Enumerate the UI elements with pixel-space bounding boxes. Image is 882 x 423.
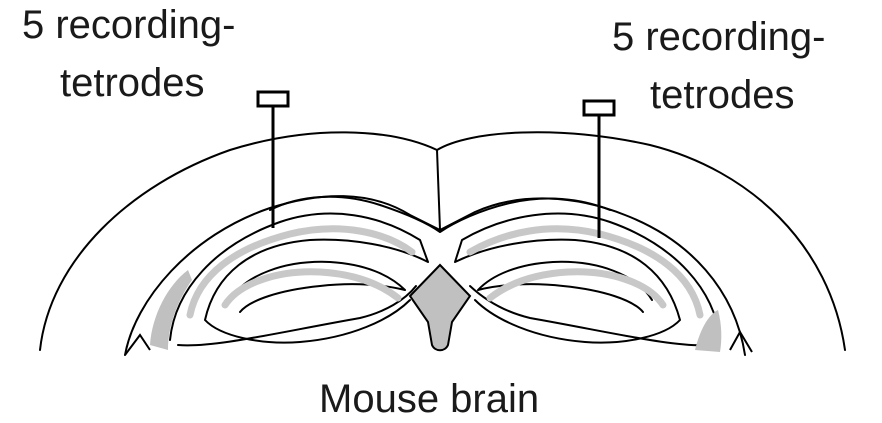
tetrode-marker-right bbox=[584, 101, 614, 115]
brain-midline bbox=[437, 150, 440, 230]
diagram-caption: Mouse brain bbox=[319, 376, 539, 422]
gray-layer-left-inner bbox=[225, 272, 398, 305]
tetrode-label-right-line1: 5 recording- bbox=[612, 14, 825, 60]
tetrode-label-left-line1: 5 recording- bbox=[22, 2, 235, 48]
bottom-edge-right bbox=[730, 332, 752, 352]
hippocampus-lower-right bbox=[470, 286, 712, 345]
tetrode-label-right-line2: tetrodes bbox=[650, 72, 795, 118]
tetrode-label-left-line2: tetrodes bbox=[60, 60, 205, 106]
ventricle-shape bbox=[410, 265, 470, 350]
cortex-boundary-right bbox=[440, 198, 745, 355]
tetrode-marker-left bbox=[258, 92, 288, 106]
